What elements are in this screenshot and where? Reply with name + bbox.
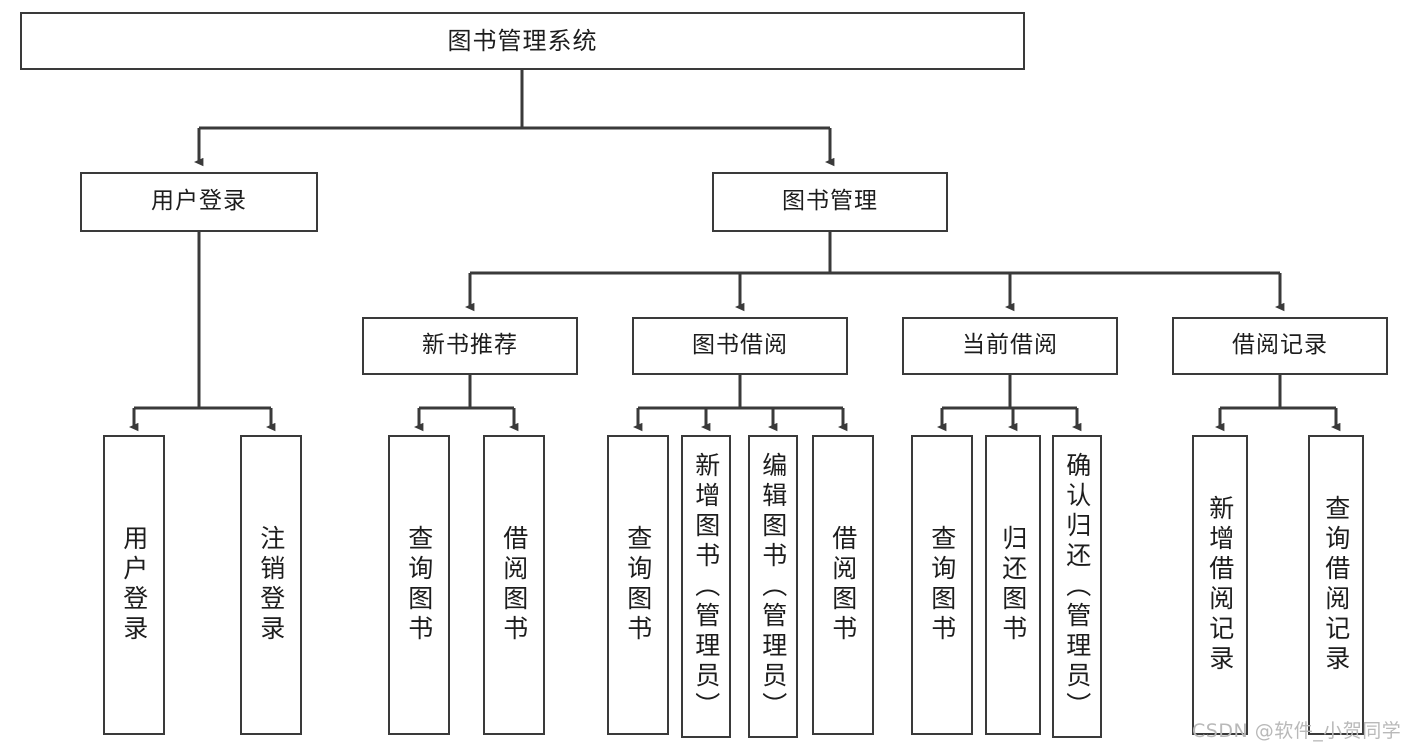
- node-borrow-record[interactable]: 借阅记录: [1172, 317, 1388, 375]
- leaf-confirm-return-admin[interactable]: 确认归还（管理员）: [1052, 435, 1102, 738]
- leaf-borrow-book[interactable]: 借阅图书: [812, 435, 874, 735]
- leaf-edit-book-admin[interactable]: 编辑图书（管理员）: [748, 435, 798, 738]
- csdn-watermark: CSDN @软件_小贺同学: [1192, 720, 1402, 742]
- node-label: 图书管理系统: [447, 26, 598, 55]
- leaf-add-borrow-record[interactable]: 新增借阅记录: [1192, 435, 1248, 735]
- node-label: 新增图书（管理员）: [691, 451, 721, 722]
- leaf-add-book-admin[interactable]: 新增图书（管理员）: [681, 435, 731, 738]
- node-user-login[interactable]: 用户登录: [80, 172, 318, 232]
- node-book-borrow[interactable]: 图书借阅: [632, 317, 848, 375]
- leaf-query-book-borrow[interactable]: 查询图书: [607, 435, 669, 735]
- node-label: 新书推荐: [422, 332, 518, 359]
- node-label: 确认归还（管理员）: [1062, 451, 1092, 722]
- leaf-user-login[interactable]: 用户登录: [103, 435, 165, 735]
- node-label: 新增借阅记录: [1205, 495, 1235, 675]
- leaf-query-borrow-record[interactable]: 查询借阅记录: [1308, 435, 1364, 735]
- node-label: 图书管理: [782, 188, 878, 215]
- node-book-management[interactable]: 图书管理: [712, 172, 948, 232]
- node-current-borrow[interactable]: 当前借阅: [902, 317, 1118, 375]
- leaf-return-book[interactable]: 归还图书: [985, 435, 1041, 735]
- leaf-user-logout[interactable]: 注销登录: [240, 435, 302, 735]
- node-label: 查询图书: [404, 525, 434, 645]
- node-label: 用户登录: [119, 525, 149, 645]
- node-label: 借阅记录: [1232, 332, 1328, 359]
- node-label: 用户登录: [151, 188, 247, 215]
- node-label: 查询借阅记录: [1321, 495, 1351, 675]
- node-label: 图书借阅: [692, 332, 788, 359]
- node-label: 当前借阅: [962, 332, 1058, 359]
- leaf-query-book-recommend[interactable]: 查询图书: [388, 435, 450, 735]
- node-label: 查询图书: [927, 525, 957, 645]
- node-label: 查询图书: [623, 525, 653, 645]
- leaf-borrow-book-recommend[interactable]: 借阅图书: [483, 435, 545, 735]
- node-new-book-recommend[interactable]: 新书推荐: [362, 317, 578, 375]
- node-label: 借阅图书: [828, 525, 858, 645]
- node-label: 注销登录: [256, 525, 286, 645]
- node-label: 编辑图书（管理员）: [758, 451, 788, 722]
- node-root-system[interactable]: 图书管理系统: [20, 12, 1025, 70]
- node-label: 借阅图书: [499, 525, 529, 645]
- node-label: 归还图书: [998, 525, 1028, 645]
- leaf-query-book-current[interactable]: 查询图书: [911, 435, 973, 735]
